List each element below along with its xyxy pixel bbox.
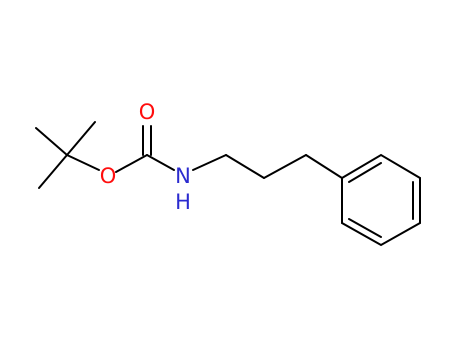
ring-outline <box>341 153 421 247</box>
carbamate-group <box>115 125 175 173</box>
phenyl-ring <box>341 153 421 247</box>
bond-tbu-methyl-top-left <box>35 127 68 156</box>
bond-tbu-methyl-bottom <box>38 154 68 189</box>
bond-tbu-to-ether-oxygen <box>66 154 100 171</box>
bond-nitrogen-to-c1 <box>192 154 227 171</box>
amide-hydrogen-label: H <box>175 190 191 214</box>
bond-carbonyl-carbon-to-nitrogen <box>146 154 175 171</box>
ring-inner-double-bond-bottom <box>348 218 382 238</box>
ring-inner-double-bond-top <box>348 162 382 183</box>
tert-butyl-group <box>35 121 100 189</box>
bond-tbu-methyl-top-right <box>66 121 96 156</box>
amide-nitrogen-label: N <box>175 164 191 188</box>
ether-oxygen-label: O <box>100 164 117 188</box>
bond-c1-to-c2 <box>225 154 265 179</box>
bond-c3-to-ring <box>305 154 343 179</box>
bond-ether-oxygen-to-carbonyl-carbon <box>115 154 148 173</box>
carbonyl-oxygen-label: O <box>139 100 156 124</box>
bond-c2-to-c3 <box>263 154 307 179</box>
propyl-chain <box>192 154 343 179</box>
